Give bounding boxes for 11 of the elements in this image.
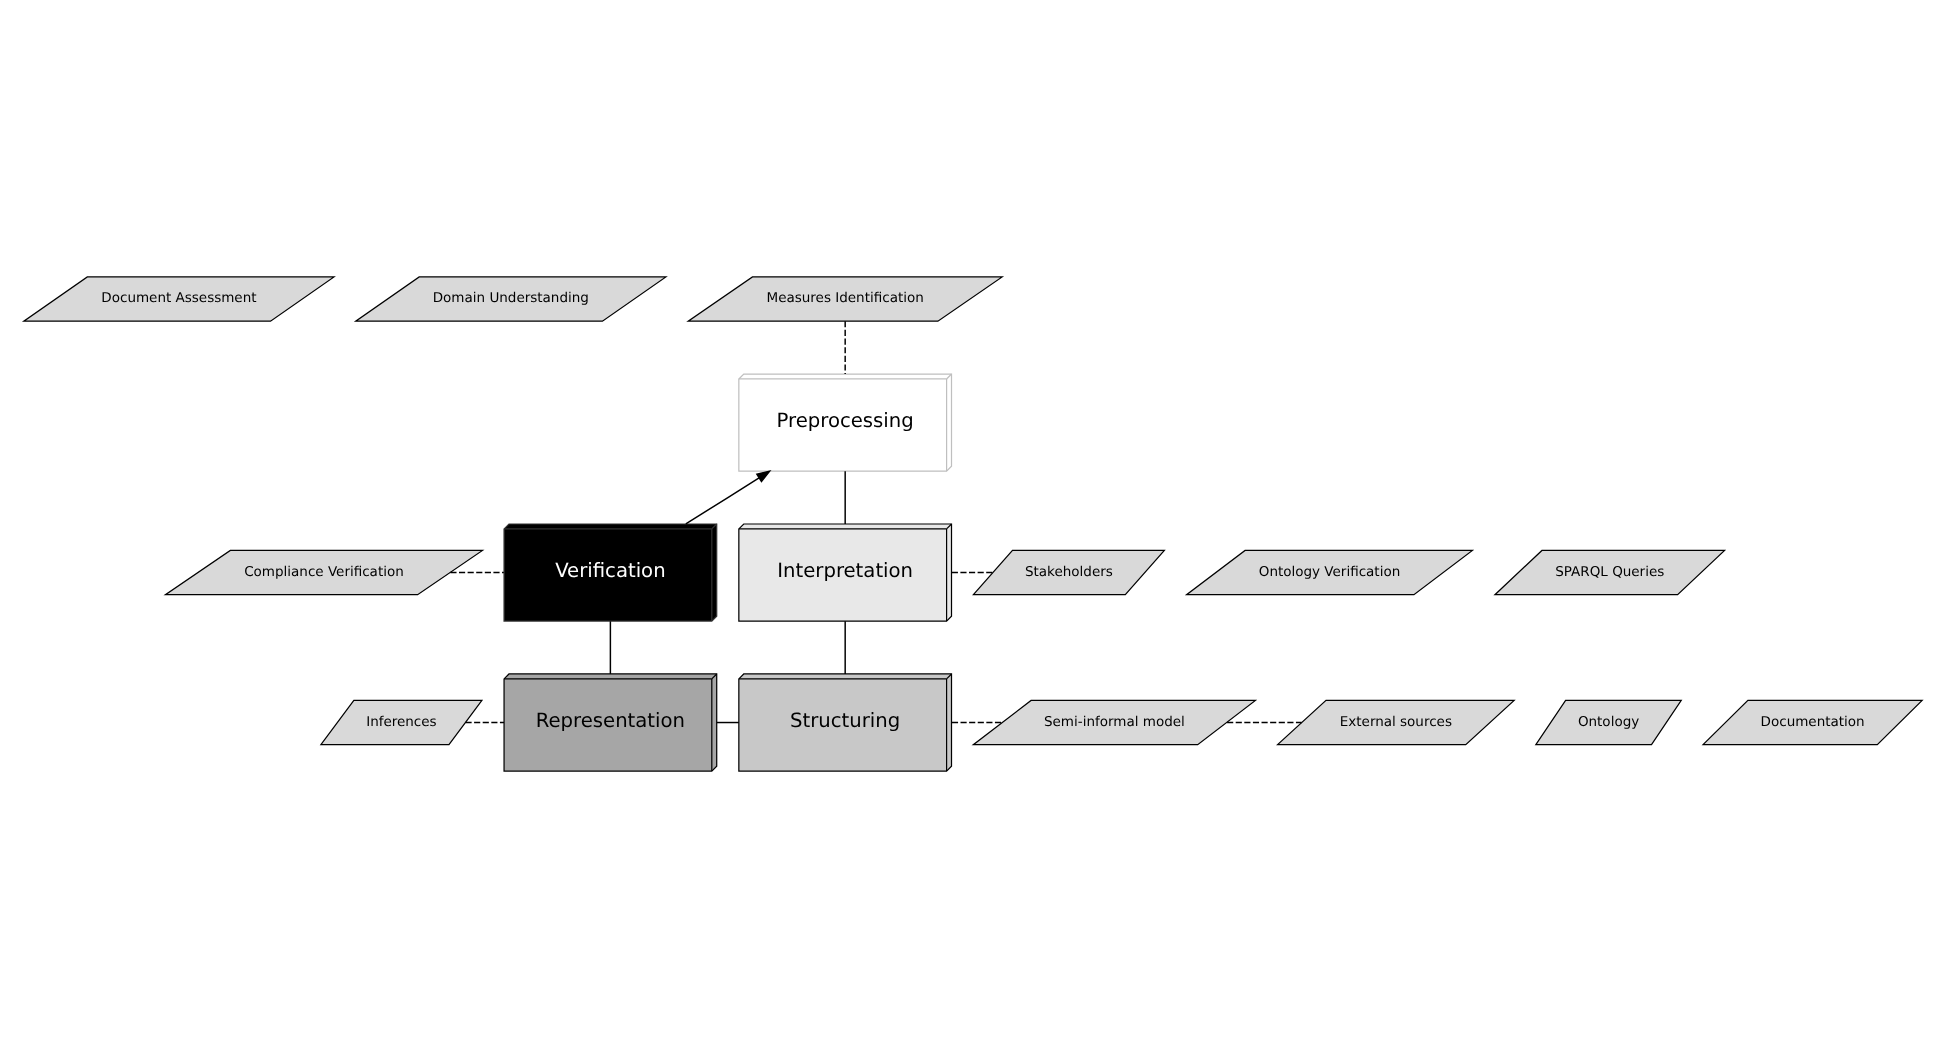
arrow <box>684 469 771 524</box>
connector <box>950 570 993 573</box>
connector <box>608 619 611 674</box>
connector <box>463 720 504 723</box>
connector <box>1225 720 1302 723</box>
connector <box>843 469 845 524</box>
connector <box>715 720 739 723</box>
connector <box>843 319 845 374</box>
connector <box>448 570 504 573</box>
connector <box>950 720 1002 723</box>
connector <box>843 619 845 674</box>
